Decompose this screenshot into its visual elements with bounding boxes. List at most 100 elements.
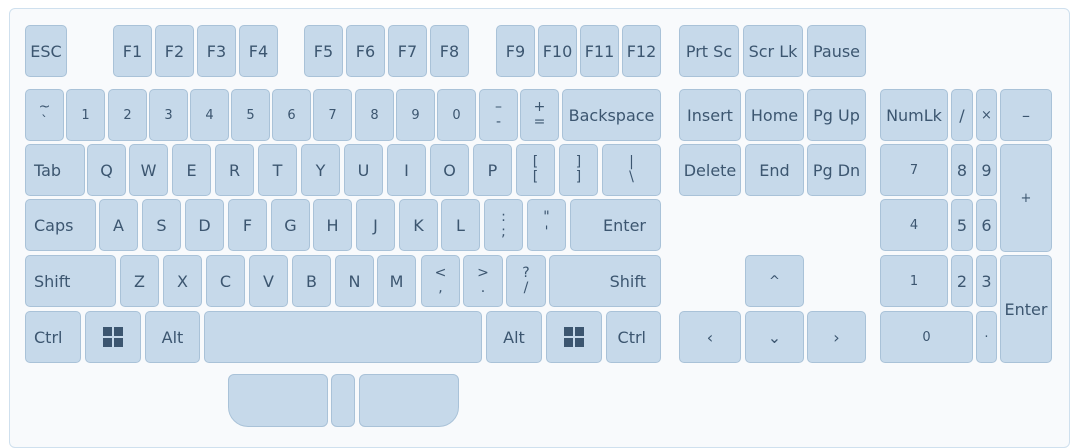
numpad-3-key[interactable]: 3 <box>976 255 997 307</box>
insert-key[interactable]: Insert <box>679 89 741 141</box>
backslash-key[interactable]: | \ <box>602 144 661 196</box>
numpad-5-key[interactable]: 5 <box>951 199 973 251</box>
tab-key[interactable]: Tab <box>25 144 85 196</box>
i-key[interactable]: I <box>387 144 426 196</box>
r-key[interactable]: R <box>215 144 254 196</box>
p-key[interactable]: P <box>473 144 512 196</box>
left-ctrl-key[interactable]: Ctrl <box>25 311 81 363</box>
u-key[interactable]: U <box>344 144 383 196</box>
arrow-right-key[interactable]: › <box>807 311 866 363</box>
f5-key[interactable]: F5 <box>304 25 343 77</box>
x-key[interactable]: X <box>163 255 202 307</box>
f8-key[interactable]: F8 <box>430 25 469 77</box>
s-key[interactable]: S <box>142 199 181 251</box>
f4-key[interactable]: F4 <box>239 25 278 77</box>
slash-key[interactable]: ? / <box>506 255 546 307</box>
numpad-add-key[interactable]: + <box>1000 144 1052 252</box>
space-key[interactable] <box>204 311 482 363</box>
e-key[interactable]: E <box>172 144 211 196</box>
esc-key[interactable]: ESC <box>25 25 67 77</box>
end-key[interactable]: End <box>745 144 804 196</box>
minus-key[interactable]: – - <box>479 89 518 141</box>
right-shift-key[interactable]: Shift <box>549 255 661 307</box>
numpad-6-key[interactable]: 6 <box>976 199 997 251</box>
numpad-multiply-key[interactable]: × <box>976 89 997 141</box>
m-key[interactable]: M <box>377 255 416 307</box>
digit-2-key[interactable]: 2 <box>108 89 147 141</box>
digit-6-key[interactable]: 6 <box>272 89 311 141</box>
f2-key[interactable]: F2 <box>155 25 194 77</box>
numpad-subtract-key[interactable]: – <box>1000 89 1052 141</box>
digit-7-key[interactable]: 7 <box>313 89 352 141</box>
right-bracket-key[interactable]: ] ] <box>559 144 598 196</box>
numpad-2-key[interactable]: 2 <box>951 255 973 307</box>
digit-1-key[interactable]: 1 <box>66 89 105 141</box>
l-key[interactable]: L <box>441 199 480 251</box>
f1-key[interactable]: F1 <box>113 25 152 77</box>
left-shift-key[interactable]: Shift <box>25 255 116 307</box>
f7-key[interactable]: F7 <box>388 25 427 77</box>
trackpad-right-button[interactable] <box>359 374 459 427</box>
num-lock-key[interactable]: NumLk <box>880 89 948 141</box>
numpad-9-key[interactable]: 9 <box>976 144 997 196</box>
digit-0-key[interactable]: 0 <box>437 89 476 141</box>
j-key[interactable]: J <box>356 199 395 251</box>
z-key[interactable]: Z <box>120 255 159 307</box>
right-ctrl-key[interactable]: Ctrl <box>606 311 661 363</box>
f10-key[interactable]: F10 <box>538 25 577 77</box>
digit-3-key[interactable]: 3 <box>149 89 188 141</box>
numpad-decimal-key[interactable]: · <box>976 311 997 363</box>
w-key[interactable]: W <box>129 144 168 196</box>
comma-key[interactable]: < , <box>421 255 460 307</box>
period-key[interactable]: > . <box>463 255 503 307</box>
v-key[interactable]: V <box>249 255 288 307</box>
scroll-lock-key[interactable]: Scr Lk <box>743 25 803 77</box>
numpad-8-key[interactable]: 8 <box>951 144 973 196</box>
home-key[interactable]: Home <box>745 89 804 141</box>
quote-key[interactable]: " ' <box>527 199 566 251</box>
f6-key[interactable]: F6 <box>346 25 385 77</box>
f11-key[interactable]: F11 <box>580 25 619 77</box>
g-key[interactable]: G <box>271 199 310 251</box>
arrow-left-key[interactable]: ‹ <box>679 311 741 363</box>
k-key[interactable]: K <box>399 199 438 251</box>
pause-key[interactable]: Pause <box>807 25 866 77</box>
d-key[interactable]: D <box>185 199 224 251</box>
f12-key[interactable]: F12 <box>622 25 661 77</box>
backspace-key[interactable]: Backspace <box>562 89 661 141</box>
digit-4-key[interactable]: 4 <box>190 89 229 141</box>
numpad-0-key[interactable]: 0 <box>880 311 973 363</box>
backtick-key[interactable]: ~ ` <box>25 89 64 141</box>
left-windows-key[interactable] <box>85 311 141 363</box>
n-key[interactable]: N <box>335 255 374 307</box>
print-screen-key[interactable]: Prt Sc <box>679 25 739 77</box>
numpad-divide-key[interactable]: / <box>951 89 973 141</box>
arrow-down-key[interactable]: ⌄ <box>745 311 804 363</box>
numpad-4-key[interactable]: 4 <box>880 199 948 251</box>
c-key[interactable]: C <box>206 255 245 307</box>
semicolon-key[interactable]: : ; <box>484 199 523 251</box>
page-up-key[interactable]: Pg Up <box>807 89 866 141</box>
f-key[interactable]: F <box>228 199 267 251</box>
numpad-1-key[interactable]: 1 <box>880 255 948 307</box>
trackpad-left-button[interactable] <box>228 374 328 427</box>
digit-8-key[interactable]: 8 <box>355 89 394 141</box>
digit-9-key[interactable]: 9 <box>396 89 435 141</box>
t-key[interactable]: T <box>258 144 297 196</box>
b-key[interactable]: B <box>292 255 331 307</box>
h-key[interactable]: H <box>313 199 352 251</box>
right-windows-key[interactable] <box>546 311 602 363</box>
page-down-key[interactable]: Pg Dn <box>807 144 866 196</box>
delete-key[interactable]: Delete <box>679 144 741 196</box>
equal-key[interactable]: + = <box>520 89 559 141</box>
trackpad-middle-button[interactable] <box>331 374 355 427</box>
right-alt-key[interactable]: Alt <box>486 311 542 363</box>
numpad-enter-key[interactable]: Enter <box>1000 255 1052 363</box>
left-bracket-key[interactable]: [ [ <box>516 144 555 196</box>
q-key[interactable]: Q <box>87 144 126 196</box>
numpad-7-key[interactable]: 7 <box>880 144 948 196</box>
digit-5-key[interactable]: 5 <box>231 89 270 141</box>
y-key[interactable]: Y <box>301 144 340 196</box>
enter-key[interactable]: Enter <box>570 199 661 251</box>
caps-lock-key[interactable]: Caps <box>25 199 96 251</box>
